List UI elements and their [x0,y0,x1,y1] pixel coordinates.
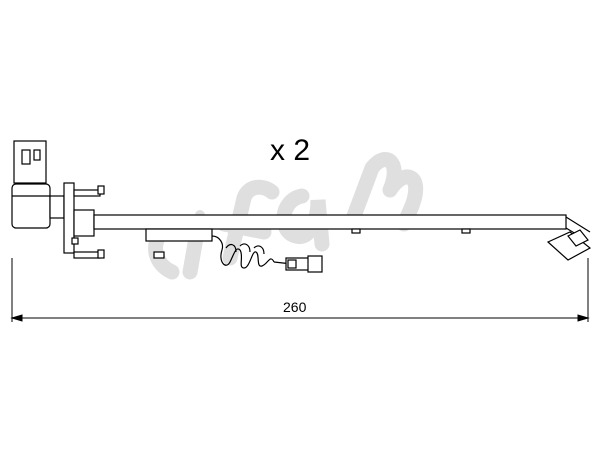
quantity-label: x 2 [270,134,310,167]
connector-body [11,183,51,229]
connector-pin [21,149,31,165]
left-connector [11,140,51,229]
sensor-cable [93,214,591,259]
connector-pin-2 [33,149,41,161]
coil-plug [285,255,323,273]
dimension-label: 260 [283,299,307,315]
right-plug [546,229,592,261]
cable-sheath [93,214,567,230]
mounting-bracket [49,182,105,259]
dimension-line [10,258,590,322]
